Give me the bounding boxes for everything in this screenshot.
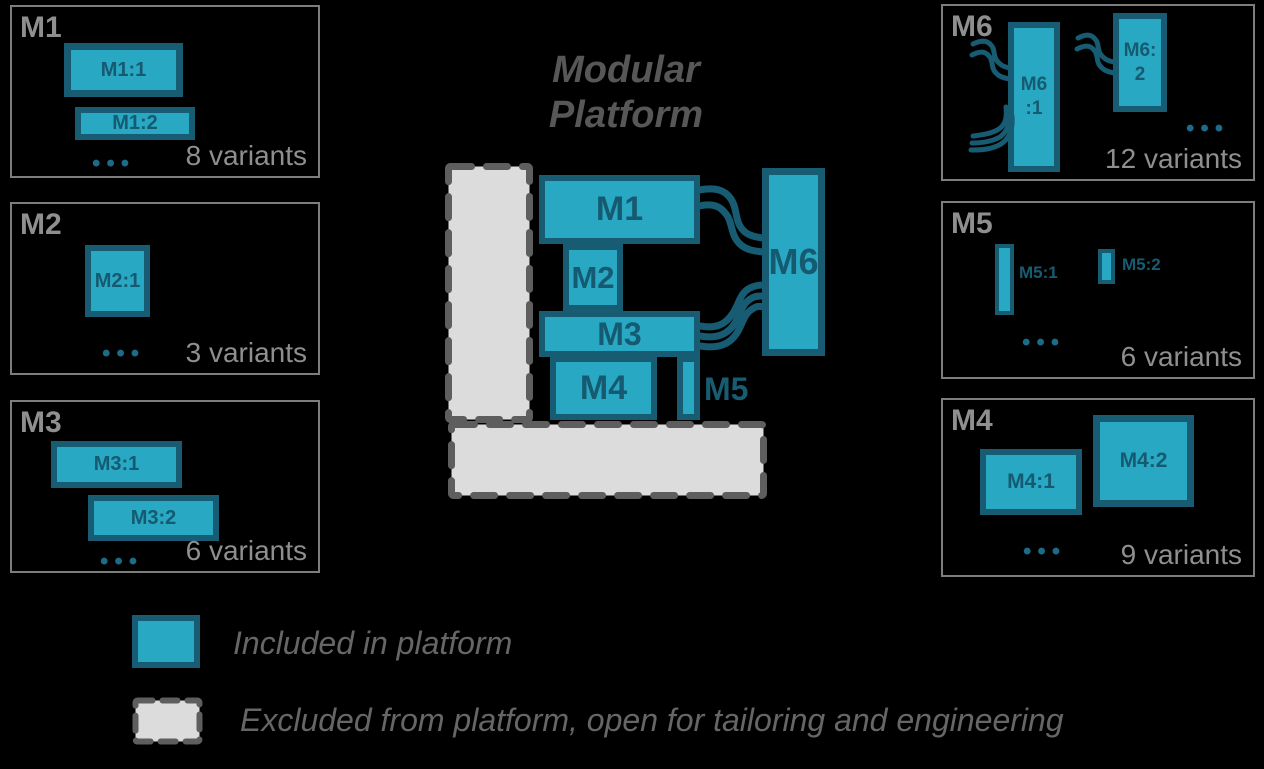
variant-box-m6-2: M6: 2 — [1113, 13, 1167, 112]
variant-box-m3-2-label: M3:2 — [130, 506, 177, 529]
more-variants-dots: ••• — [92, 150, 136, 177]
panel-m6: M6 M6 :1 M6: 2 ••• 12 variants — [941, 4, 1255, 181]
more-variants-dots: ••• — [1186, 115, 1230, 142]
variant-box-m6-1-label: M6 :1 — [1020, 74, 1048, 119]
more-variants-dots: ••• — [1023, 538, 1067, 565]
module-m2-label: M2 — [571, 259, 615, 295]
panel-m2-label: M2 — [20, 208, 62, 241]
panel-m4-label: M4 — [951, 404, 993, 437]
variant-box-m1-2-label: M1:2 — [112, 112, 158, 134]
panel-m3-variant-count: 6 variants — [185, 535, 307, 566]
variant-box-m5-2-label: M5:2 — [1122, 255, 1161, 274]
module-m1: M1 — [539, 175, 700, 244]
more-variants-dots: ••• — [100, 548, 144, 575]
variant-box-m2-1: M2:1 — [85, 245, 150, 317]
diagram-title-line1: Modular — [552, 49, 700, 91]
module-m3: M3 — [539, 311, 700, 357]
variant-box-m3-1-label: M3:1 — [93, 453, 140, 475]
legend-excluded-swatch — [132, 697, 203, 745]
panel-m6-label: M6 — [951, 10, 993, 43]
panel-m4: M4 M4:1 M4:2 ••• 9 variants — [941, 398, 1255, 577]
panel-m6-variant-count: 12 variants — [1105, 143, 1242, 174]
module-m1-label: M1 — [595, 190, 644, 228]
variant-box-m1-2: M1:2 — [75, 107, 195, 140]
module-m6-label: M6 — [768, 241, 819, 282]
legend-included-swatch — [132, 615, 200, 668]
connector-m1-m6 — [695, 185, 767, 256]
variant-box-m6-1: M6 :1 — [1008, 22, 1060, 172]
panel-m1-label: M1 — [20, 11, 62, 44]
variant-box-m6-2-label: M6: 2 — [1123, 39, 1157, 85]
module-m6: M6 — [762, 168, 825, 356]
diagram-title: Modular Platform — [495, 48, 757, 138]
panel-m2-variant-count: 3 variants — [185, 337, 307, 368]
panel-m3-label: M3 — [20, 406, 62, 439]
legend-included-label: Included in platform — [233, 625, 513, 661]
diagram-title-line2: Platform — [548, 94, 704, 136]
panel-m5-variant-count: 6 variants — [1120, 341, 1242, 372]
variant-box-m4-1-label: M4:1 — [1007, 470, 1055, 493]
legend-excluded-label: Excluded from platform, open for tailori… — [240, 702, 1064, 738]
variant-box-m3-1: M3:1 — [51, 441, 182, 488]
variant-box-m3-2: M3:2 — [88, 495, 219, 541]
variant-box-m4-1: M4:1 — [980, 449, 1082, 515]
module-m2: M2 — [563, 244, 623, 311]
module-m3-label: M3 — [597, 315, 642, 352]
connector-m3-m6 — [696, 281, 767, 351]
panel-m1-variant-count: 8 variants — [185, 140, 307, 171]
variant-box-m4-2-label: M4:2 — [1119, 449, 1168, 472]
module-m4-label: M4 — [579, 368, 628, 407]
more-variants-dots: ••• — [1022, 329, 1066, 356]
variant-box-m4-2: M4:2 — [1093, 415, 1194, 507]
variant-box-m1-1-label: M1:1 — [100, 58, 147, 81]
more-variants-dots: ••• — [102, 340, 146, 367]
variant-box-m2-1-label: M2:1 — [94, 269, 141, 292]
variant-box-m5-1 — [995, 244, 1014, 315]
variant-box-m5-1-label: M5:1 — [1019, 263, 1058, 282]
variant-box-m5-2 — [1098, 249, 1115, 284]
panel-m5-label: M5 — [951, 207, 993, 240]
excluded-region-vertical — [445, 163, 533, 423]
variant-box-m1-1: M1:1 — [64, 43, 183, 97]
panel-m3: M3 M3:1 M3:2 ••• 6 variants — [10, 400, 320, 575]
panel-m2: M2 M2:1 ••• 3 variants — [10, 202, 320, 375]
module-m4: M4 — [550, 356, 657, 420]
panel-m5: M5 M5:1 M5:2 ••• 6 variants — [941, 201, 1255, 379]
panel-m1: M1 M1:1 M1:2 ••• 8 variants — [10, 5, 320, 178]
module-m5-label: M5 — [704, 371, 749, 407]
panel-m4-variant-count: 9 variants — [1120, 539, 1242, 570]
module-m5 — [677, 356, 700, 420]
excluded-region-horizontal — [448, 421, 767, 499]
